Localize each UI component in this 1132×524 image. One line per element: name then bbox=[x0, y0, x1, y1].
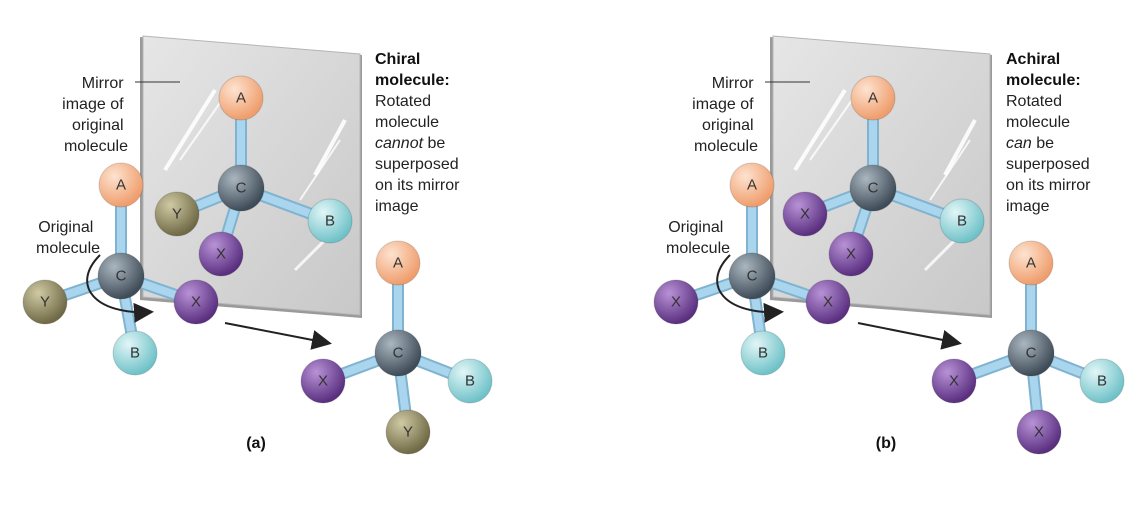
atom-label: B bbox=[130, 345, 140, 362]
atom-label: A bbox=[393, 255, 403, 272]
original-label-a: Original molecule bbox=[36, 219, 100, 257]
atom-x-right: X bbox=[173, 279, 219, 325]
atom-label: B bbox=[325, 213, 335, 230]
caption-b: Achiral molecule: Rotated molecule can b… bbox=[1006, 51, 1095, 215]
panel-a: Mirror image of original molecule Origin… bbox=[22, 35, 493, 455]
atom-label: Y bbox=[172, 206, 182, 223]
atom-label: X bbox=[823, 294, 833, 311]
atom-label: X bbox=[318, 373, 328, 390]
atom-c-center: C bbox=[1007, 329, 1055, 377]
atom-label: C bbox=[747, 268, 758, 285]
atom-a-top: A bbox=[850, 75, 896, 121]
atom-label: X bbox=[949, 373, 959, 390]
atom-y-bottom: Y bbox=[385, 409, 431, 455]
atom-c-center: C bbox=[849, 164, 897, 212]
atom-label: A bbox=[868, 90, 878, 107]
mirror-image-molecule-a: A Y C B X bbox=[154, 75, 353, 277]
atom-x-left: X bbox=[931, 358, 977, 404]
original-label-b: Original molecule bbox=[666, 219, 730, 257]
original-molecule-b: A X C X B bbox=[653, 162, 851, 376]
atom-c-center: C bbox=[97, 252, 145, 300]
atom-label: C bbox=[236, 180, 247, 197]
atom-a-top: A bbox=[1008, 240, 1054, 286]
atom-label: C bbox=[1026, 345, 1037, 362]
original-molecule-a: A Y C X B bbox=[22, 162, 219, 376]
mirror-image-molecule-b: A X C B X bbox=[782, 75, 985, 277]
atom-a-top: A bbox=[375, 240, 421, 286]
rotation-arrow-b bbox=[716, 254, 784, 323]
atom-label: A bbox=[236, 90, 246, 107]
atom-label: B bbox=[758, 345, 768, 362]
atom-label: C bbox=[116, 268, 127, 285]
atom-x-bottom: X bbox=[1016, 409, 1062, 455]
atom-x-left: X bbox=[653, 279, 699, 325]
atom-label: C bbox=[393, 345, 404, 362]
atom-label: X bbox=[1034, 424, 1044, 441]
atom-label: B bbox=[1097, 373, 1107, 390]
move-arrow-a bbox=[224, 322, 332, 350]
panel-b: Mirror image of original molecule Origin… bbox=[653, 35, 1125, 455]
atom-label: X bbox=[191, 294, 201, 311]
panel-tag-b: (b) bbox=[876, 435, 896, 452]
atom-label: A bbox=[1026, 255, 1036, 272]
atom-c-center: C bbox=[374, 329, 422, 377]
atom-y-left: Y bbox=[22, 279, 68, 325]
rotation-arrow-a bbox=[86, 254, 154, 323]
atom-x-left: X bbox=[782, 191, 828, 237]
rotated-molecule-a: A X C B Y bbox=[300, 240, 493, 455]
atom-label: B bbox=[957, 213, 967, 230]
mirror-label-a: Mirror image of original molecule bbox=[62, 75, 128, 155]
panel-tag-a: (a) bbox=[246, 435, 266, 452]
atom-x-bottom: X bbox=[828, 231, 874, 277]
atom-label: X bbox=[671, 294, 681, 311]
atom-a-top: A bbox=[218, 75, 264, 121]
atom-b-bottom: B bbox=[740, 330, 786, 376]
atom-b-bottom: B bbox=[112, 330, 158, 376]
rotated-molecule-b: A X C B X bbox=[931, 240, 1125, 455]
atom-b-right: B bbox=[447, 358, 493, 404]
atom-a-top: A bbox=[98, 162, 144, 208]
move-arrow-b bbox=[857, 322, 962, 350]
atom-x-left: X bbox=[300, 358, 346, 404]
atom-a-top: A bbox=[729, 162, 775, 208]
atom-x-right: X bbox=[805, 279, 851, 325]
atom-b-right: B bbox=[939, 198, 985, 244]
atom-b-right: B bbox=[1079, 358, 1125, 404]
atom-label: B bbox=[465, 373, 475, 390]
atom-label: Y bbox=[40, 294, 50, 311]
atom-label: Y bbox=[403, 424, 413, 441]
atom-label: X bbox=[800, 206, 810, 223]
atom-b-right: B bbox=[307, 198, 353, 244]
caption-a: Chiral molecule: Rotated molecule cannot… bbox=[375, 51, 464, 215]
atom-c-center: C bbox=[728, 252, 776, 300]
atom-label: A bbox=[747, 177, 757, 194]
atom-y-left: Y bbox=[154, 191, 200, 237]
atom-label: C bbox=[868, 180, 879, 197]
atom-label: X bbox=[216, 246, 226, 263]
mirror-label-b: Mirror image of original molecule bbox=[692, 75, 758, 155]
atom-x-bottom: X bbox=[198, 231, 244, 277]
atom-label: A bbox=[116, 177, 126, 194]
atom-c-center: C bbox=[217, 164, 265, 212]
atom-label: X bbox=[846, 246, 856, 263]
